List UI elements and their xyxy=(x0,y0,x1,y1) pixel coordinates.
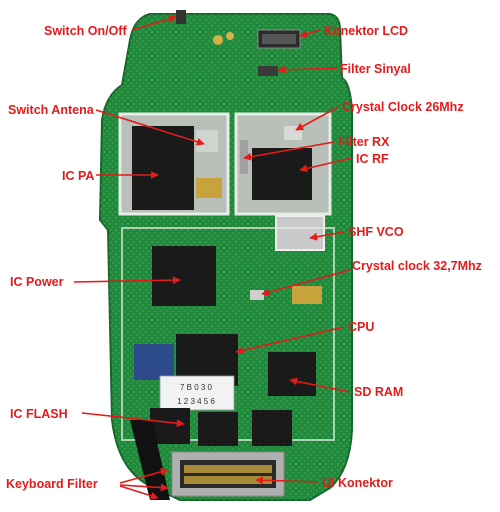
arrow-ic-rf xyxy=(299,157,353,173)
shf-vco-part xyxy=(275,215,325,251)
callout-arrows xyxy=(73,15,353,500)
sticker-code-text: 1 2 3 4 5 6 xyxy=(177,397,215,406)
gold-pad xyxy=(226,32,234,40)
label-ui-konektor: UI Konektor xyxy=(322,476,393,490)
arrow-switch-onoff xyxy=(131,15,177,31)
arrow-cpu xyxy=(235,326,345,355)
ui-connector-part xyxy=(171,451,285,497)
label-shf-vco: SHF VCO xyxy=(348,225,404,239)
arrow-konektor-lcd xyxy=(299,29,321,38)
arrow-crystal-26 xyxy=(295,106,339,131)
label-crystal-clock-32: Crystal clock 32,7Mhz xyxy=(352,259,482,273)
lcd-connector xyxy=(257,29,301,49)
arrow-sd-ram xyxy=(289,377,351,393)
arrow-shf-vco xyxy=(309,231,345,241)
blue-sticker xyxy=(134,344,174,380)
label-konektor-lcd: Konektor LCD xyxy=(324,24,408,38)
flash-chip-3 xyxy=(252,410,292,446)
label-crystal-clock-26: Crystal Clock 26Mhz xyxy=(342,100,464,114)
label-ic-flash: IC FLASH xyxy=(10,407,68,421)
arrow-ic-flash xyxy=(81,412,185,428)
label-cpu: CPU xyxy=(348,320,374,334)
label-switch-onoff: Switch On/Off xyxy=(44,24,127,38)
gold-pad xyxy=(213,35,223,45)
label-ic-pa: IC PA xyxy=(62,169,94,183)
filter-sinyal-part xyxy=(258,66,278,76)
label-filter-sinyal: Filter Sinyal xyxy=(340,62,411,76)
arrow-keyboard-filter-1 xyxy=(119,468,169,484)
label-ic-rf: IC RF xyxy=(356,152,389,166)
label-filter-rx: Filter RX xyxy=(338,135,390,149)
sd-ram-part xyxy=(268,352,316,396)
callout-labels: Switch On/Off Konektor LCD Filter Sinyal… xyxy=(6,24,482,491)
label-keyboard-filter: Keyboard Filter xyxy=(6,477,98,491)
arrow-ui-konektor xyxy=(255,476,319,485)
chip-code-text: 7 B 0 3 0 xyxy=(180,383,213,392)
arrow-filter-rx xyxy=(243,141,335,161)
switch-onoff-part xyxy=(176,10,186,24)
ic-power-part xyxy=(152,246,216,306)
arrow-keyboard-filter-3 xyxy=(119,485,159,500)
tantalum-cap xyxy=(292,286,322,304)
arrow-switch-antena xyxy=(95,109,205,146)
label-ic-power: IC Power xyxy=(10,275,64,289)
rf-shield-left xyxy=(118,112,230,216)
arrow-filter-sinyal xyxy=(277,65,339,74)
arrow-keyboard-filter-2 xyxy=(119,483,169,492)
flash-chip-2 xyxy=(198,412,238,446)
crystal-32-part xyxy=(250,290,264,300)
flex-cable xyxy=(130,420,170,500)
label-sd-ram: SD RAM xyxy=(354,385,403,399)
arrow-crystal-32 xyxy=(261,269,351,296)
arrow-ic-power xyxy=(73,276,181,285)
white-sticker: 7 B 0 3 0 1 2 3 4 5 6 xyxy=(159,375,235,411)
label-switch-antena: Switch Antena xyxy=(8,103,95,117)
rf-shield-right xyxy=(234,112,332,216)
